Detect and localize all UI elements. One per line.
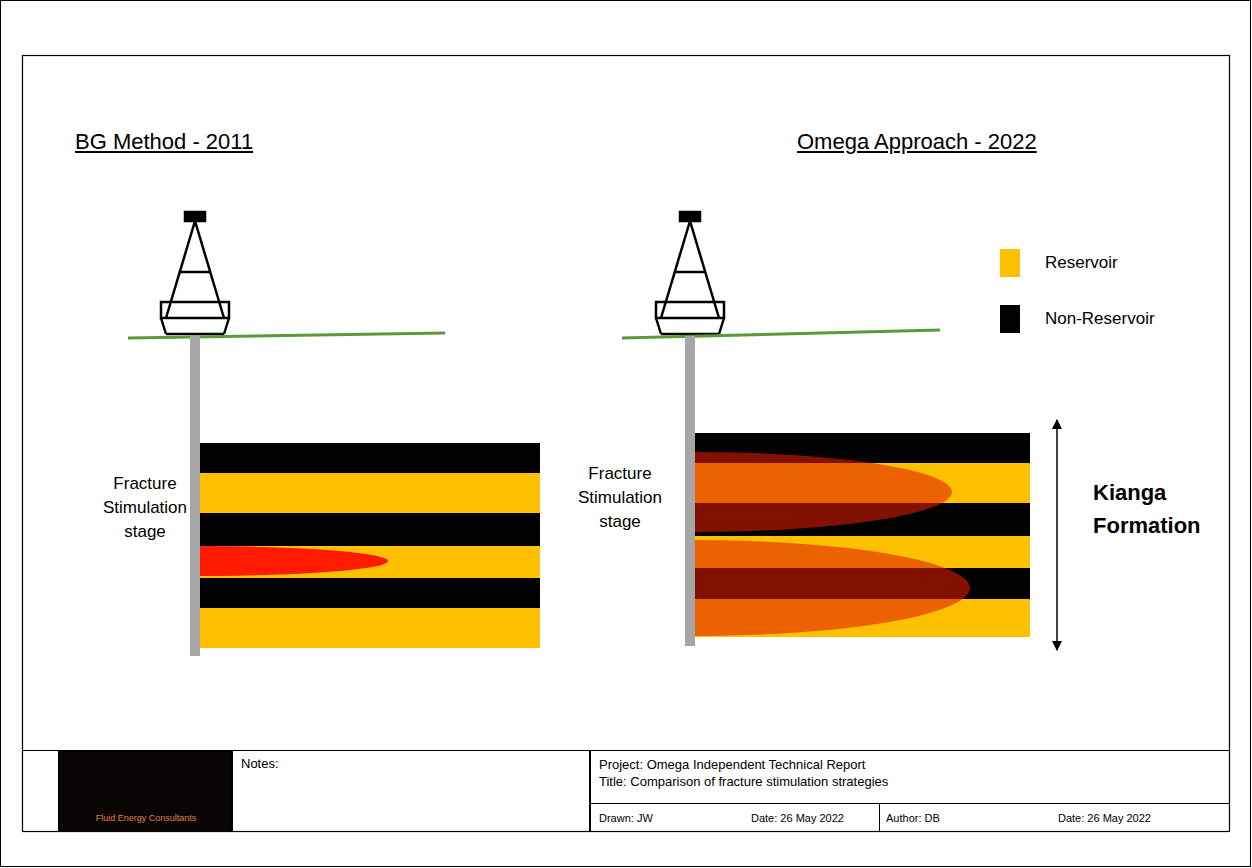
author-date: Date: 26 May 2022	[1058, 812, 1151, 824]
legend-text: Reservoir	[1045, 253, 1118, 273]
drawn-by: Drawn: JW	[599, 812, 653, 824]
wellbore	[685, 336, 695, 646]
fracture-zone	[200, 546, 388, 576]
title-line: Title: Comparison of fracture stimulatio…	[599, 774, 888, 789]
strata-right	[695, 433, 1030, 637]
fracture-zone	[695, 452, 952, 532]
stage-label: Fracture Stimulation stage	[85, 472, 205, 543]
legend-item: Non-Reservoir	[1000, 305, 1200, 333]
derrick-left	[161, 212, 229, 334]
title-block-cell: Notes:	[232, 750, 590, 832]
legend-swatch	[1000, 305, 1020, 333]
logo	[58, 751, 232, 831]
company-name: Fluid Energy Consultants	[96, 813, 197, 823]
panel-heading: BG Method - 2011	[75, 129, 253, 155]
title-block-cell: Drawn: JW Date: 26 May 2022	[590, 803, 880, 832]
panel-heading: Omega Approach - 2022	[797, 129, 1037, 155]
author: Author: DB	[886, 812, 940, 824]
ground-line	[622, 330, 940, 338]
title-block-cell: Fluid Energy Consultants	[58, 750, 232, 832]
ground-line	[128, 333, 445, 338]
title-block-cell: Project: Omega Independent Technical Rep…	[590, 750, 1230, 804]
legend-swatch	[1000, 249, 1020, 277]
legend-item: Reservoir	[1000, 249, 1200, 277]
stage-label: Fracture Stimulation stage	[560, 462, 680, 533]
derrick-right	[656, 212, 724, 334]
extent-arrow	[1056, 420, 1058, 650]
drawing-frame	[23, 56, 1230, 832]
project-line: Project: Omega Independent Technical Rep…	[599, 757, 865, 772]
legend-text: Non-Reservoir	[1045, 309, 1155, 329]
fracture-zone	[695, 540, 970, 636]
notes-heading: Notes:	[241, 756, 279, 771]
drawn-date: Date: 26 May 2022	[751, 812, 844, 824]
wellbore	[190, 336, 200, 656]
strata-left	[200, 443, 540, 648]
title-block-cell: Author: DB Date: 26 May 2022	[879, 803, 1230, 832]
formation-label: Kianga Formation	[1093, 476, 1213, 542]
